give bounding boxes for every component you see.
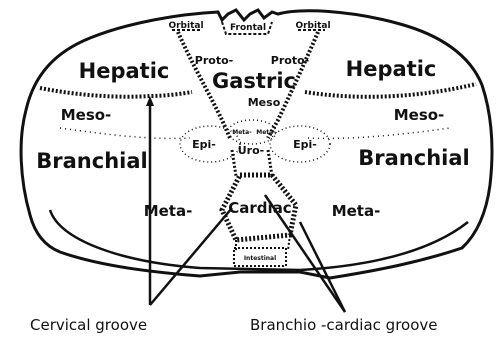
label-meta-right: Meta- <box>332 202 381 220</box>
label-orbital-right: Orbital <box>295 21 330 31</box>
label-frontal: Frontal <box>230 23 266 33</box>
label-hepatic-left: Hepatic <box>79 59 170 83</box>
label-hepatic-right: Hepatic <box>346 57 437 81</box>
label-epi-right: Epi- <box>293 138 317 151</box>
caption-cervical-groove: Cervical groove <box>30 316 147 334</box>
label-meta-center-left: Meta- <box>232 129 252 136</box>
label-orbital-left: Orbital <box>168 21 203 31</box>
label-cardiac: Cardiac <box>228 199 291 217</box>
label-meta-left: Meta- <box>144 202 193 220</box>
label-epi-left: Epi- <box>192 138 216 151</box>
meso-dotted-left <box>60 128 190 138</box>
label-meso-left: Meso- <box>61 106 112 124</box>
label-proto-left: Proto- <box>195 54 233 67</box>
meso-dotted-right <box>308 128 450 138</box>
label-meta-center-right: Meta- <box>256 129 276 136</box>
label-branchial-right: Branchial <box>358 146 469 170</box>
label-meso-right: Meso- <box>394 106 445 124</box>
hepatic-boundary-left <box>40 88 192 97</box>
hepatic-boundary-right <box>305 84 476 97</box>
label-proto-right: Proto- <box>271 54 309 67</box>
label-meso-center: Meso <box>248 96 281 109</box>
caption-branchio-cardiac-groove: Branchio -cardiac groove <box>250 316 438 334</box>
label-branchial-left: Branchial <box>36 149 147 173</box>
label-uro: Uro- <box>238 144 264 157</box>
label-intestinal: Intestinal <box>244 255 276 262</box>
label-gastric: Gastric <box>212 69 296 93</box>
